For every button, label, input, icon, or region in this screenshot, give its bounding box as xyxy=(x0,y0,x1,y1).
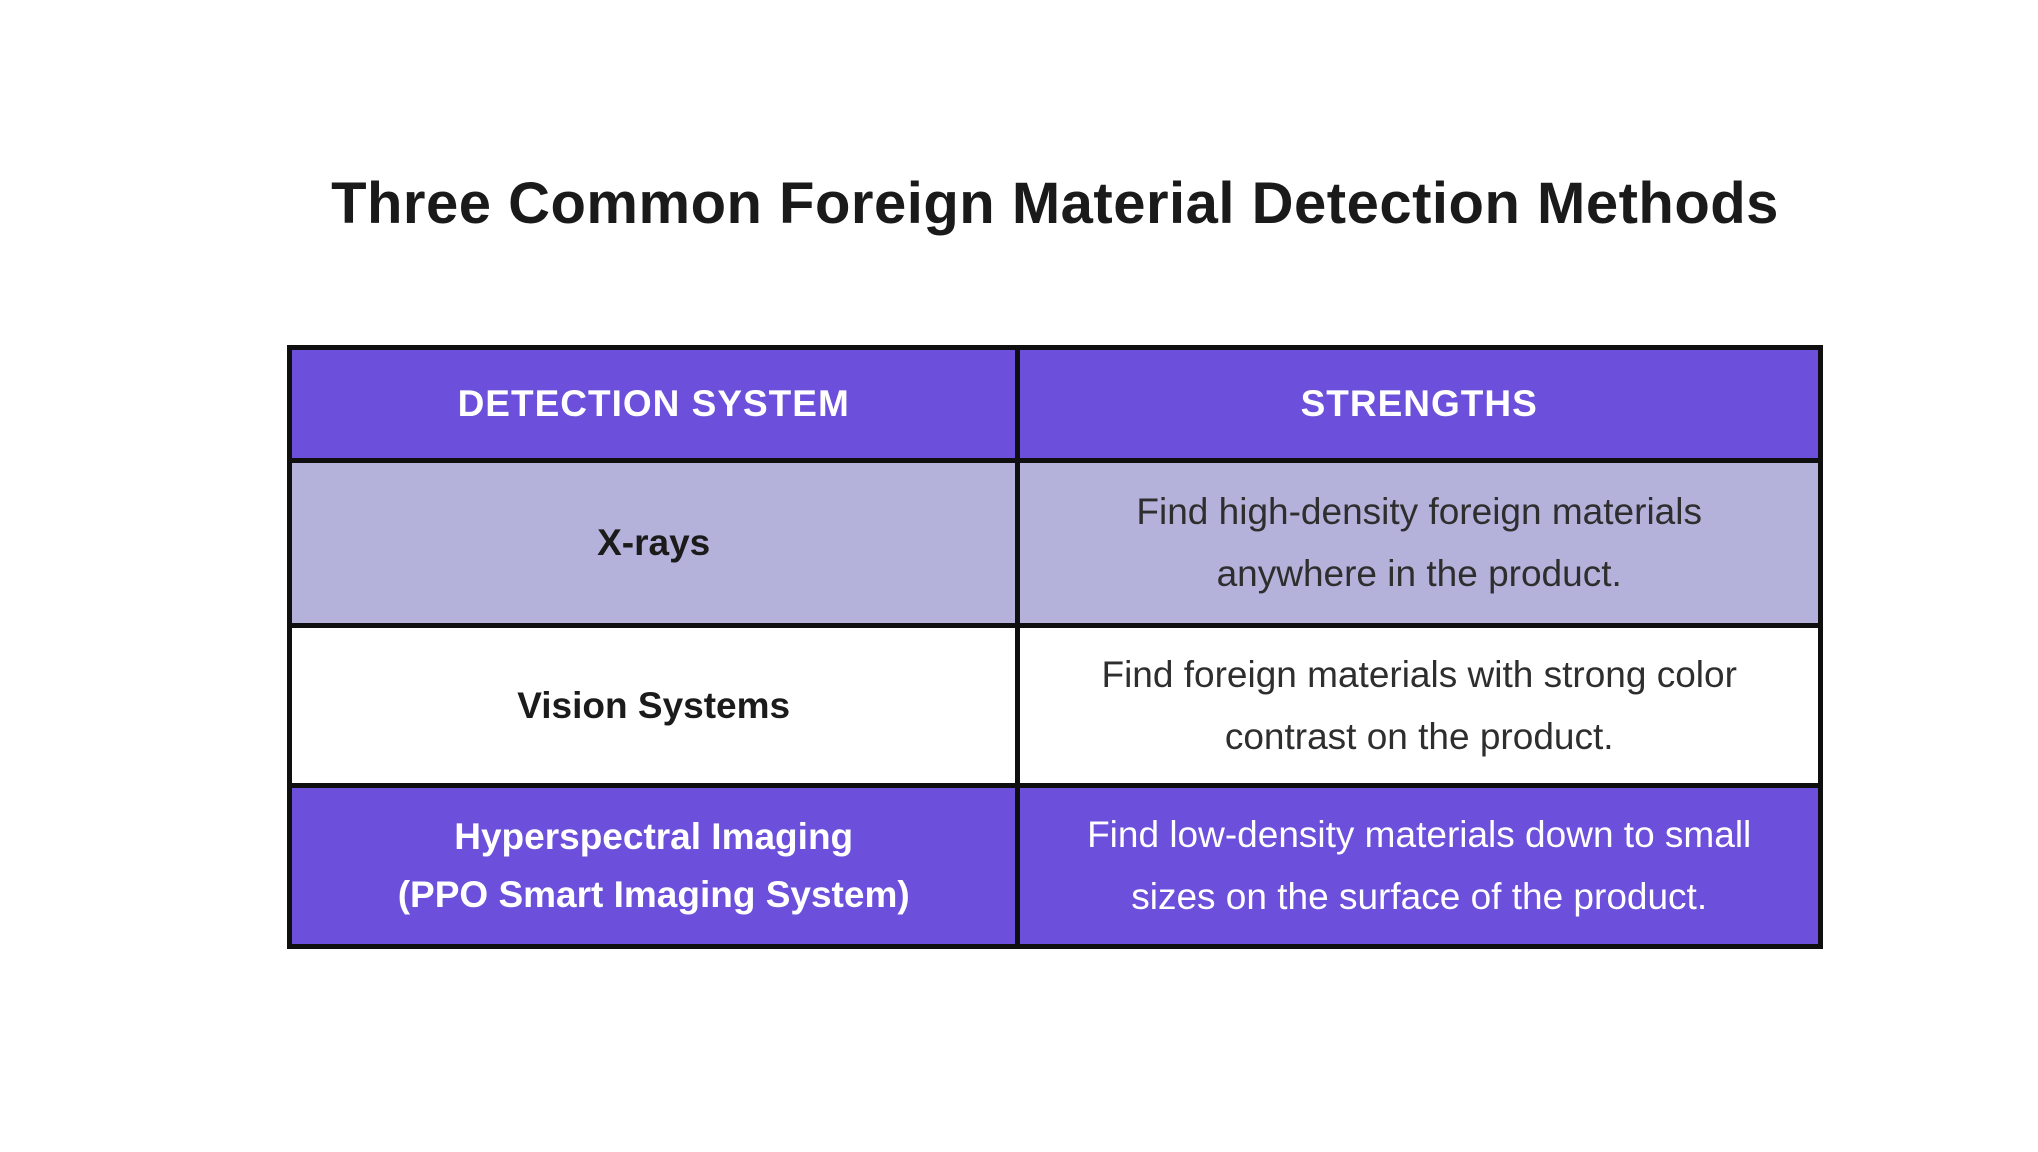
system-name-line: (PPO Smart Imaging System) xyxy=(397,874,910,915)
strength-line: sizes on the surface of the product. xyxy=(1131,876,1708,917)
strength-line: Find foreign materials with strong color xyxy=(1101,653,1737,695)
strength-line: anywhere in the product. xyxy=(1216,553,1622,594)
detection-system-name-xrays: X-rays xyxy=(286,458,1021,628)
detection-methods-table: DETECTION SYSTEM STRENGTHS X-rays Find h… xyxy=(286,345,1823,949)
detection-system-name-hyperspectral-imaging: Hyperspectral Imaging (PPO Smart Imaging… xyxy=(286,783,1021,949)
table-header-row: DETECTION SYSTEM STRENGTHS xyxy=(286,345,1823,463)
strength-line: Find low-density materials down to small xyxy=(1087,814,1752,855)
strength-description-vision-systems: Find foreign materials with strong color… xyxy=(1015,623,1823,788)
strength-line: Find high-density foreign materials xyxy=(1136,491,1702,532)
column-header-detection-system: DETECTION SYSTEM xyxy=(286,345,1021,463)
detection-system-name-vision-systems: Vision Systems xyxy=(286,623,1021,788)
strength-line: contrast on the product. xyxy=(1224,715,1614,757)
table-row-xrays: X-rays Find high-density foreign materia… xyxy=(286,458,1823,628)
page-title: Three Common Foreign Material Detection … xyxy=(331,171,1779,236)
strength-description-hyperspectral-imaging: Find low-density materials down to small… xyxy=(1015,783,1823,949)
table-row-hyperspectral-imaging: Hyperspectral Imaging (PPO Smart Imaging… xyxy=(286,783,1823,949)
table-row-vision-systems: Vision Systems Find foreign materials wi… xyxy=(286,623,1823,788)
strength-description-xrays: Find high-density foreign materials anyw… xyxy=(1015,458,1823,628)
column-header-strengths: STRENGTHS xyxy=(1015,345,1823,463)
system-name-line: Hyperspectral Imaging xyxy=(454,816,854,857)
